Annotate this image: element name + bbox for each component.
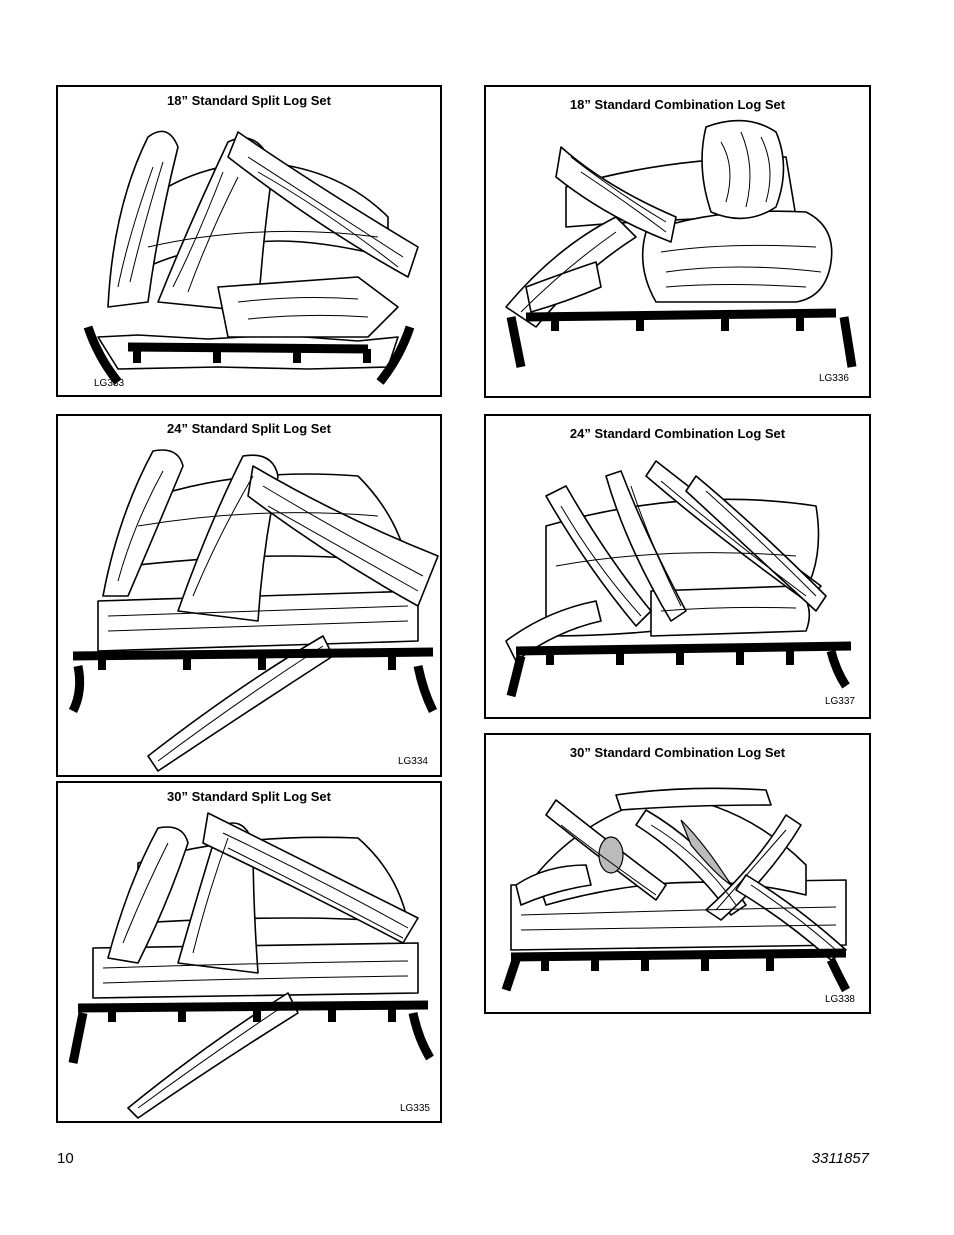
figure-code: LG334 <box>397 756 428 767</box>
figure-code: LG338 <box>824 994 855 1005</box>
panel-18-split: 18” Standard Split Log Set LG333 <box>56 85 442 397</box>
panel-30-split: 30” Standard Split Log Set LG335 <box>56 781 442 1123</box>
panel-title: 18” Standard Split Log Set <box>167 93 331 108</box>
figure-code: LG336 <box>818 373 849 384</box>
figure-code: LG335 <box>399 1103 430 1114</box>
log-set-illustration <box>68 812 434 1119</box>
log-set-illustration <box>505 119 857 368</box>
panel-24-split: 24” Standard Split Log Set LG334 <box>56 414 442 777</box>
log-set-illustration <box>68 449 439 772</box>
figure-code: LG337 <box>824 696 855 707</box>
log-set-illustration <box>505 460 852 698</box>
panel-title: 24” Standard Combination Log Set <box>569 426 786 441</box>
log-set-illustration <box>83 130 419 385</box>
panel-18-combination: 18” Standard Combination Log Set LG336 <box>484 85 871 398</box>
panel-title: 18” Standard Combination Log Set <box>569 97 786 112</box>
panel-title: 30” Standard Combination Log Set <box>569 745 786 760</box>
document-number: 3311857 <box>811 1150 869 1167</box>
panel-30-combination: 30” Standard Combination Log Set LG338 <box>484 733 871 1014</box>
panel-title: 24” Standard Split Log Set <box>167 421 331 436</box>
panel-24-combination: 24” Standard Combination Log Set LG337 <box>484 414 871 719</box>
page-number: 10 <box>57 1150 74 1167</box>
figure-code: LG333 <box>94 378 125 389</box>
log-set-illustration <box>501 787 850 993</box>
panel-title: 30” Standard Split Log Set <box>167 789 331 804</box>
